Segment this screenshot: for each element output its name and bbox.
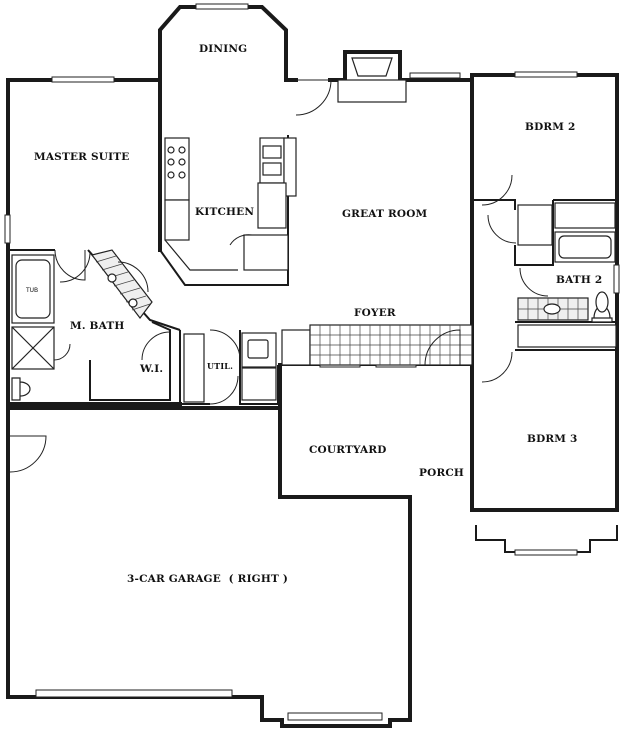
door-pantry xyxy=(229,234,253,246)
tub-label: TUB xyxy=(25,287,38,294)
label-util: UTIL. xyxy=(207,361,233,371)
wall-kitchen-peninsula xyxy=(159,135,289,286)
kitchen-fixtures xyxy=(164,137,297,271)
door-bdrm-hall xyxy=(519,267,549,297)
doors xyxy=(9,79,549,473)
door-master xyxy=(59,251,91,283)
util-shelf xyxy=(183,333,205,403)
door-util xyxy=(209,329,241,361)
door-bdrm2 xyxy=(481,174,513,206)
label-dining: DINING xyxy=(199,43,247,55)
counter-lower xyxy=(164,239,238,271)
label-wi: W.I. xyxy=(139,363,163,375)
foyer-closet xyxy=(281,329,311,366)
label-garage: 3-CAR GARAGE ( RIGHT ) xyxy=(127,573,288,585)
label-bdrm2: BDRM 2 xyxy=(525,121,576,133)
counter-west xyxy=(164,199,190,241)
master-bath-fixtures: TUB xyxy=(11,249,171,401)
label-bdrm3: BDRM 3 xyxy=(527,433,578,445)
label-bath2: BATH 2 xyxy=(556,274,602,286)
utility-fixtures xyxy=(183,329,311,405)
door-dining xyxy=(295,79,332,116)
bath2-fixtures xyxy=(517,202,617,348)
room-labels: DINING MASTER SUITE KITCHEN GREAT ROOM B… xyxy=(34,43,602,585)
label-courtyard: COURTYARD xyxy=(309,444,387,456)
label-great-room: GREAT ROOM xyxy=(342,208,428,220)
fireplace-box xyxy=(351,57,393,77)
label-m-bath: M. BATH xyxy=(70,320,125,332)
window-dining-top xyxy=(195,3,249,10)
wall-bdrm-hall xyxy=(472,199,516,210)
counter-east xyxy=(257,182,287,229)
label-kitchen: KITCHEN xyxy=(195,206,254,218)
door-wi xyxy=(141,331,171,361)
fireplace-hearth xyxy=(337,79,407,103)
pantry xyxy=(243,234,289,271)
door-front xyxy=(424,329,461,366)
window-garage-1 xyxy=(35,689,233,698)
door-master-hall xyxy=(117,261,149,293)
label-foyer: FOYER xyxy=(354,307,396,319)
door-mbath-toilet xyxy=(53,343,71,361)
windows xyxy=(4,3,620,721)
wall-bath2-west xyxy=(514,200,554,266)
label-master-suite: MASTER SUITE xyxy=(34,151,129,163)
wall-dining-bay xyxy=(158,5,298,252)
window-master-west xyxy=(4,214,11,244)
bdrm2-closet xyxy=(554,202,616,229)
foyer-tile xyxy=(309,324,473,366)
door-garage-side xyxy=(9,435,47,473)
door-garage-util xyxy=(209,375,239,405)
window-bath2 xyxy=(613,264,620,294)
dryer xyxy=(241,367,277,401)
label-porch: PORCH xyxy=(419,467,464,479)
window-master xyxy=(51,76,115,83)
door-bdrm3 xyxy=(481,351,513,383)
window-great xyxy=(409,72,461,79)
cooktop xyxy=(164,137,190,201)
wall-wi-box xyxy=(89,321,171,401)
kitchen-sink xyxy=(259,137,285,184)
window-bdrm2 xyxy=(514,71,578,78)
wall-courtyard xyxy=(6,363,412,728)
door-master-bath xyxy=(54,249,86,281)
refrigerator xyxy=(283,137,297,197)
walls xyxy=(6,5,619,728)
linen-closet xyxy=(517,204,553,246)
door-bath2 xyxy=(487,214,517,244)
wall-util-east xyxy=(239,330,279,405)
fireplace xyxy=(337,57,407,103)
bdrm3-closet xyxy=(517,324,617,348)
window-garage-2 xyxy=(287,712,383,721)
master-toilet xyxy=(11,377,31,401)
window-bdrm3 xyxy=(514,549,578,556)
wall-util xyxy=(179,330,210,405)
wall-bdrm3-bay xyxy=(475,525,618,553)
